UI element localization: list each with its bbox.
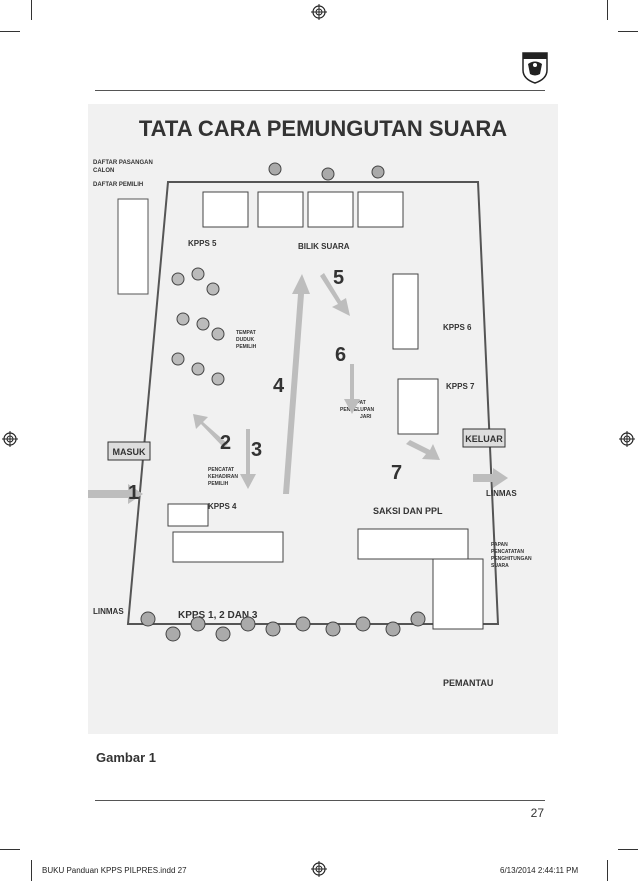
- counting-board: [432, 558, 484, 630]
- page-number: 27: [530, 806, 544, 820]
- label-tempat-pencelupan-3: JARI: [360, 414, 372, 420]
- kpps4-table: [167, 503, 209, 527]
- label-kpps6: KPPS 6: [443, 323, 472, 332]
- step-6: 6: [335, 344, 346, 366]
- seated-voters: [171, 267, 225, 386]
- keluar-sign: [462, 428, 506, 448]
- step-3: 3: [251, 439, 262, 461]
- label-pencatat-3: PEMILIH: [208, 481, 229, 487]
- step-4: 4: [273, 375, 285, 397]
- step-1: 1: [128, 482, 139, 504]
- label-papan-4: SUARA: [491, 563, 509, 569]
- voting-booths: [202, 162, 404, 228]
- label-kpps4: KPPS 4: [208, 502, 237, 511]
- label-kpps7: KPPS 7: [446, 382, 475, 391]
- crop-mark-bl-v: [31, 860, 32, 881]
- bottom-rule: [95, 800, 545, 801]
- crop-mark-br-h: [618, 849, 638, 850]
- flow-arrows: [88, 273, 508, 504]
- label-tempat-duduk-1: TEMPAT: [236, 330, 256, 336]
- label-bilik-suara: BILIK SUARA: [298, 242, 350, 251]
- label-kpps5: KPPS 5: [188, 239, 217, 248]
- kpps123-table: [172, 531, 284, 563]
- slug-datetime: 6/13/2014 2:44:11 PM: [500, 866, 579, 875]
- label-linmas-left: LINMAS: [93, 607, 124, 616]
- label-calon: CALON: [93, 168, 114, 174]
- crop-mark-tr-v: [607, 0, 608, 20]
- registration-mark-bottom-icon: [311, 861, 327, 877]
- ballot-box-stack: [392, 273, 419, 350]
- daftar-board: [117, 198, 149, 295]
- label-papan-3: PENGHITUNGAN: [491, 556, 532, 562]
- room-outline: [126, 181, 500, 625]
- figure-title: TATA CARA PEMUNGUTAN SUARA: [139, 116, 507, 141]
- crop-mark-bl-h: [0, 849, 20, 850]
- registration-mark-left-icon: [2, 431, 18, 447]
- step-2: 2: [220, 432, 231, 454]
- top-rule: [95, 90, 545, 91]
- voting-procedure-illustration: TATA CARA PEMUNGUTAN SUARA DAFTAR PASANG…: [88, 104, 558, 734]
- bawaslu-emblem-icon: [522, 52, 548, 84]
- figure-caption: Gambar 1: [96, 750, 156, 765]
- step-7: 7: [391, 462, 402, 484]
- label-pencatat-2: KEHADIRAN: [208, 474, 238, 480]
- label-keluar: KELUAR: [465, 434, 503, 444]
- registration-mark-top-icon: [311, 4, 327, 20]
- label-papan-2: PENCATATAN: [491, 549, 524, 555]
- label-tempat-pencelupan-2: PENCELUPAN: [340, 407, 374, 413]
- crop-mark-br-v: [607, 860, 608, 881]
- crop-mark-tr-h: [618, 31, 638, 32]
- label-daftar-pemilih: DAFTAR PEMILIH: [93, 182, 143, 188]
- label-linmas-right: LINMAS: [486, 489, 517, 498]
- ink-table: [397, 378, 439, 435]
- masuk-sign: [107, 441, 151, 461]
- registration-mark-right-icon: [619, 431, 635, 447]
- label-pencatat-1: PENCATAT: [208, 467, 234, 473]
- slug-file: BUKU Panduan KPPS PILPRES.indd 27: [42, 866, 187, 875]
- label-tempat-duduk-3: PEMILIH: [236, 344, 257, 350]
- step-5: 5: [333, 267, 344, 289]
- label-tempat-duduk-2: DUDUK: [236, 337, 254, 343]
- label-papan-1: PAPAN: [491, 542, 508, 548]
- label-kpps123: KPPS 1, 2 DAN 3: [178, 610, 258, 621]
- label-daftar-pasangan: DAFTAR PASANGAN: [93, 160, 153, 166]
- label-masuk: MASUK: [113, 447, 146, 457]
- crop-mark-tl-v: [31, 0, 32, 20]
- crop-mark-tl-h: [0, 31, 20, 32]
- label-pemantau: PEMANTAU: [443, 678, 493, 688]
- saksi-table: [357, 528, 469, 560]
- observer-crowd: [140, 611, 426, 642]
- label-saksi: SAKSI DAN PPL: [373, 506, 443, 516]
